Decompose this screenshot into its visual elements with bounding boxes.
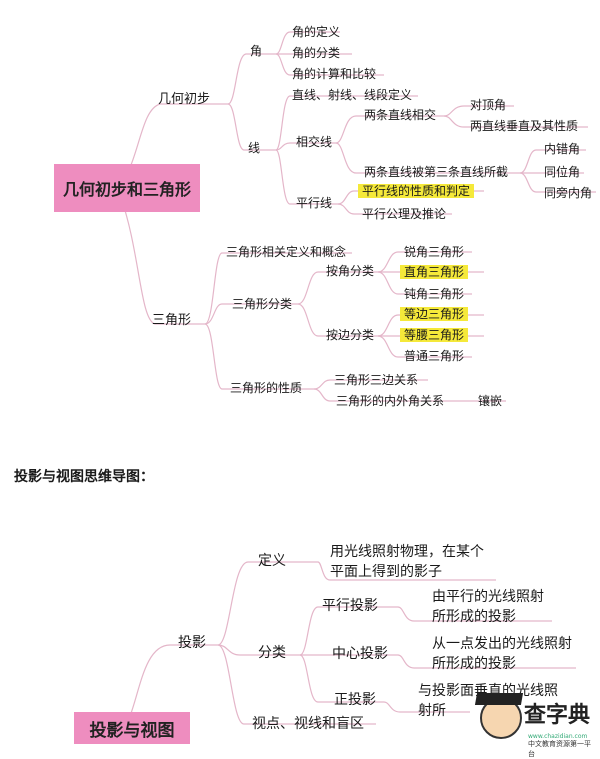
node-third-line: 两条直线被第三条直线所截 — [364, 165, 509, 179]
node-center-projection-text: 从一点发出的光线照射所形成的投影 — [432, 636, 572, 672]
watermark-brand: 查字典 — [524, 703, 591, 728]
node-tri-def: 三角形相关定义和概念 — [226, 245, 347, 259]
node-side-relation: 三角形三边关系 — [334, 373, 419, 387]
node-parallel: 平行线 — [296, 196, 333, 210]
root-node-geometry: 几何初步和三角形 — [54, 164, 200, 212]
watermark-logo: 查字典 www.chazidian.com 中文教育资源第一平台 — [474, 693, 596, 758]
node-equilateral: 等边三角形 — [400, 307, 469, 321]
root-node-projection: 投影与视图 — [74, 712, 190, 744]
node-parallel-axiom: 平行公理及推论 — [362, 207, 447, 221]
node-corresponding-angle: 同位角 — [544, 165, 581, 179]
node-same-side-angle: 同旁内角 — [544, 186, 593, 200]
node-right: 直角三角形 — [400, 265, 469, 279]
node-line-def: 直线、射线、线段定义 — [292, 88, 413, 102]
node-intersect: 相交线 — [296, 135, 333, 149]
node-by-side: 按边分类 — [326, 328, 375, 342]
node-tri-class: 三角形分类 — [232, 297, 293, 311]
node-by-angle: 按角分类 — [326, 264, 375, 278]
node-definition: 定义 — [258, 553, 286, 569]
node-angle-def: 角的定义 — [292, 25, 341, 39]
node-parallel-props: 平行线的性质和判定 — [358, 184, 475, 198]
graduation-cap-icon — [474, 693, 524, 705]
node-viewpoint: 视点、视线和盲区 — [252, 716, 364, 732]
node-tessellation: 镶嵌 — [478, 394, 503, 408]
node-obtuse: 钝角三角形 — [404, 287, 465, 301]
node-center-projection: 中心投影 — [332, 646, 388, 662]
node-angle-relation: 三角形的内外角关系 — [336, 394, 445, 408]
node-projection: 投影 — [178, 635, 206, 651]
node-vertical-angle: 对顶角 — [470, 98, 507, 112]
node-isosceles: 等腰三角形 — [400, 328, 469, 342]
watermark-slogan: 中文教育资源第一平台 — [528, 740, 591, 758]
node-two-lines: 两条直线相交 — [364, 108, 437, 122]
node-alternate-angle: 内错角 — [544, 142, 581, 156]
watermark-url: www.chazidian.com — [528, 733, 588, 740]
node-angle: 角 — [250, 44, 263, 58]
node-parallel-projection: 平行投影 — [322, 598, 378, 614]
node-classification: 分类 — [258, 645, 286, 661]
node-parallel-projection-text: 由平行的光线照射所形成的投影 — [432, 589, 544, 625]
node-geometry-basics: 几何初步 — [158, 92, 211, 107]
node-acute: 锐角三角形 — [404, 245, 465, 259]
node-line: 线 — [248, 141, 261, 155]
node-ortho-projection: 正投影 — [334, 692, 376, 708]
node-definition-text: 用光线照射物理，在某个平面上得到的影子 — [330, 544, 484, 580]
node-scalene: 普通三角形 — [404, 349, 465, 363]
section-heading: 投影与视图思维导图： — [14, 469, 154, 485]
node-perpendicular: 两直线垂直及其性质 — [470, 119, 579, 133]
node-angle-class: 角的分类 — [292, 46, 341, 60]
node-ortho-projection-text: 与投影面垂直的光线照射所 — [418, 683, 558, 719]
node-triangle: 三角形 — [152, 313, 192, 328]
node-tri-props: 三角形的性质 — [230, 381, 303, 395]
node-angle-calc: 角的计算和比较 — [292, 67, 377, 81]
